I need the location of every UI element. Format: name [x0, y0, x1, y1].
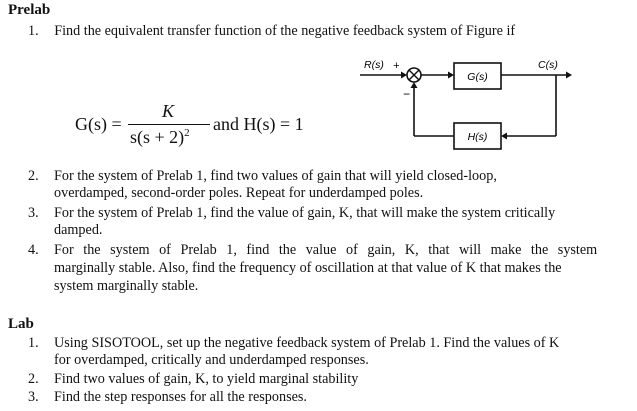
item-line: For the system of Prelab 1, find the val… — [54, 242, 598, 258]
feedback-up-arrowhead — [410, 82, 418, 88]
item-line: overdamped, second-order poles. Repeat f… — [54, 185, 424, 201]
summing-cross-b — [408, 69, 420, 81]
block-diagram: R(s) + − G(s) C(s) H(s) — [360, 56, 590, 156]
item-line: Find the step responses for all the resp… — [54, 389, 307, 405]
item-number: 1. — [28, 23, 39, 39]
item-number: 4. — [28, 242, 39, 258]
item-line: Using SISOTOOL, set up the negative feed… — [54, 335, 560, 351]
item-number: 2. — [28, 168, 39, 184]
prelab-item-1: 1. Find the equivalent transfer function… — [28, 23, 515, 41]
item-number: 2. — [28, 371, 39, 387]
forward-block — [453, 62, 502, 90]
forward-block-label: G(s) — [467, 71, 487, 83]
equation-lhs: G(s) = — [75, 114, 122, 134]
item-line: Find two values of gain, K, to yield mar… — [54, 371, 359, 387]
lab-heading: Lab — [8, 316, 34, 332]
denominator-exponent: 2 — [184, 127, 190, 139]
forward-arrowhead — [448, 71, 454, 79]
feedback-block-label: H(s) — [468, 131, 488, 143]
equation-rhs: and H(s) = 1 — [213, 114, 304, 134]
feedback-arrowhead — [501, 132, 507, 140]
item-line: damped. — [54, 222, 103, 238]
item-line: marginally stable. Also, find the freque… — [54, 260, 562, 276]
minus-sign: − — [403, 87, 410, 101]
item-number: 3. — [28, 205, 39, 221]
output-arrowhead — [566, 71, 572, 79]
denominator-text: s(s + 2) — [130, 127, 185, 147]
block-diagram-svg: R(s) + − G(s) C(s) H(s) — [360, 59, 572, 150]
fraction-bar — [128, 124, 210, 125]
item-number: 1. — [28, 335, 39, 351]
item-line: system marginally stable. — [54, 278, 199, 294]
output-label: C(s) — [538, 59, 558, 71]
plus-sign: + — [393, 60, 400, 72]
item-line: for overdamped, critically and underdamp… — [54, 352, 369, 368]
item-line: Find the equivalent transfer function of… — [54, 23, 516, 39]
item-number: 3. — [28, 389, 39, 405]
equation-denominator: s(s + 2)2 — [130, 127, 190, 148]
item-line: For the system of Prelab 1, find the val… — [54, 205, 556, 221]
input-label: R(s) — [364, 59, 384, 71]
item-line: For the system of Prelab 1, find two val… — [54, 168, 497, 184]
input-arrowhead — [401, 71, 407, 79]
prelab-heading: Prelab — [8, 2, 51, 18]
equation-numerator: K — [162, 101, 175, 121]
